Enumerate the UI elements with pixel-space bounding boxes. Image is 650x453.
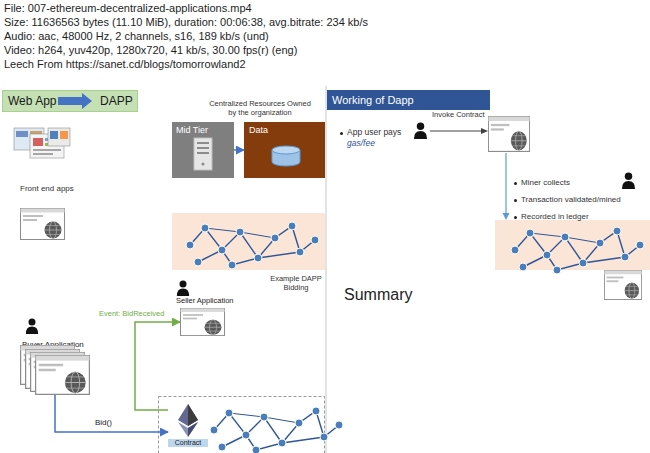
header-arrow (58, 93, 92, 109)
bullet-dot (514, 182, 517, 185)
slide-divider (326, 86, 327, 453)
blockchain-network (210, 407, 343, 453)
bullet-text: Recorded in ledger (521, 212, 589, 222)
header-bar: Working of Dapp (327, 90, 490, 110)
node-text: Data (249, 125, 268, 135)
bullet-dot (514, 216, 517, 219)
header-box: Web App DAPP (2, 90, 138, 112)
file-info: File: 007-ethereum-decentralized-applica… (4, 2, 252, 15)
browser-icon (26, 350, 80, 389)
edge-label: Event: BidReceived (99, 309, 164, 318)
browser-icon (31, 353, 85, 392)
contract-box: Contract (168, 402, 208, 450)
bullet-dot (340, 132, 343, 135)
browser-icon (36, 356, 90, 395)
browser-icon (604, 270, 641, 299)
ethereum-logo (178, 404, 198, 437)
browser-icon (488, 117, 529, 152)
app-screenshots (14, 128, 70, 158)
node-text: Web App (8, 95, 56, 109)
node-text: Contract (168, 439, 208, 447)
app-window: Seller Application (180, 308, 225, 336)
bullet-text: Transaction validated/mined (521, 195, 621, 205)
bullet-text: gas/fee (347, 138, 375, 148)
person-icon (26, 319, 38, 334)
arrow-label: Invoke Contract (432, 110, 485, 119)
process-box: Mid Tier (172, 122, 234, 178)
arrow-head (503, 213, 510, 220)
node-text: Mid Tier (176, 125, 208, 135)
file-info: Video: h264, yuv420p, 1280x720, 41 kb/s,… (4, 44, 297, 57)
file-info: Size: 11636563 bytes (11.10 MiB), durati… (4, 16, 368, 29)
file-info: Audio: aac, 48000 Hz, 2 channels, s16, 1… (4, 30, 269, 43)
file-info: Leech From https://sanet.cd/blogs/tomorr… (4, 58, 246, 71)
blockchain-band (495, 220, 650, 270)
node-text: DAPP (100, 95, 133, 109)
arrow-head (481, 128, 488, 134)
call-arrow (55, 395, 168, 432)
blockchain-network (511, 227, 644, 274)
browser-icon (21, 209, 65, 240)
note-text: Example DAPP Bidding (270, 274, 322, 292)
blockchain-network (186, 222, 319, 269)
browser-icon (181, 308, 225, 335)
flow-arrow (234, 149, 244, 151)
slide-heading: Summary (344, 285, 412, 304)
node-text: Working of Dapp (332, 94, 414, 107)
bullet-text: Miner collects (521, 178, 570, 188)
note-text: Front end apps (20, 184, 74, 194)
person-icon (177, 281, 189, 296)
blockchain-band (172, 213, 325, 270)
bullet-text: App user pays (347, 127, 401, 137)
person-icon (414, 123, 427, 139)
server-icon (194, 138, 212, 170)
group-caption: Centralized Resources Owned by the organ… (205, 99, 315, 117)
node-text: Buyer Application (22, 340, 84, 349)
database-icon (272, 146, 300, 166)
data-box: Data (244, 122, 325, 178)
edge-label: Bid() (95, 418, 112, 428)
person-icon (622, 173, 635, 189)
node-text: Seller Application (176, 297, 234, 306)
browser-icon (21, 346, 75, 385)
bullet-dot (514, 199, 517, 202)
submit-arrow (505, 153, 506, 214)
invoke-arrow (430, 131, 484, 132)
app-window: Buyer Application (35, 355, 90, 395)
event-arrow (135, 322, 180, 410)
